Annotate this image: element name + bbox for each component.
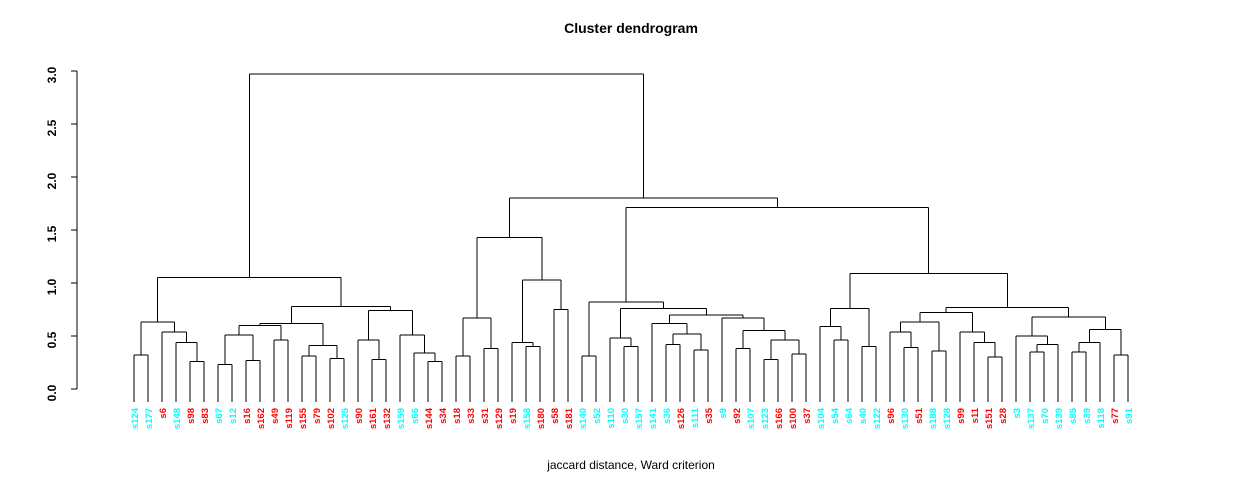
leaf-label: s31: [480, 407, 491, 424]
leaf-label: s66: [410, 408, 421, 424]
leaf-label: s118: [1096, 408, 1107, 429]
y-tick-label: 1.5: [45, 225, 59, 242]
leaf-label: s104: [816, 407, 827, 429]
leaf-label: s181: [564, 407, 575, 429]
leaf-label: s92: [732, 408, 743, 424]
leaf-label: s148: [172, 408, 183, 429]
leaf-label: s188: [928, 408, 939, 429]
leaf-label: s16: [242, 408, 253, 424]
leaf-label: s132: [382, 408, 393, 429]
leaf-label: s9: [718, 408, 729, 419]
leaf-label: s161: [368, 407, 379, 429]
leaf-label: s18: [452, 408, 463, 424]
x-axis-label: jaccard distance, Ward criterion: [547, 458, 715, 472]
leaf-label: s91: [1124, 407, 1135, 424]
leaf-label: s122: [872, 408, 883, 429]
leaf-label: s130: [900, 408, 911, 429]
leaf-label: s67: [214, 408, 225, 424]
leaf-label: s70: [1040, 408, 1051, 424]
y-tick-label: 2.0: [45, 172, 59, 189]
chart-title: Cluster dendrogram: [564, 20, 698, 36]
leaf-label: s158: [522, 408, 533, 429]
leaf-label: s96: [886, 408, 897, 424]
leaf-label: s139: [1054, 408, 1065, 429]
leaf-label: s125: [340, 407, 351, 429]
leaf-label: s166: [774, 408, 785, 429]
leaf-label: s141: [648, 407, 659, 429]
leaf-label: s79: [312, 408, 323, 424]
leaf-label: s123: [760, 408, 771, 429]
leaf-label: s85: [1068, 407, 1079, 424]
y-tick-label: 0.5: [45, 331, 59, 348]
leaf-label: s159: [396, 408, 407, 429]
leaf-label: s177: [144, 408, 155, 429]
leaf-label: s40: [858, 408, 869, 424]
leaf-label: s6: [158, 408, 169, 419]
leaf-label: s129: [494, 408, 505, 429]
y-tick-label: 3.0: [45, 66, 59, 83]
leaf-label: s99: [956, 408, 967, 424]
leaf-label: s58: [550, 408, 561, 424]
leaf-label: s140: [578, 408, 589, 429]
leaf-label: s3: [1012, 408, 1023, 419]
leaf-label: s100: [788, 408, 799, 429]
leaf-label: s77: [1110, 408, 1121, 424]
leaf-label: s30: [620, 408, 631, 424]
leaf-label: s39: [1082, 408, 1093, 424]
leaf-label: s11: [970, 407, 981, 423]
leaf-label: s83: [200, 408, 211, 424]
y-tick-label: 0.0: [45, 384, 59, 401]
leaf-label: s110: [606, 408, 617, 429]
y-tick-label: 1.0: [45, 278, 59, 295]
leaf-label: s54: [830, 407, 841, 424]
y-tick-label: 2.5: [45, 119, 59, 136]
leaf-label: s19: [508, 408, 519, 424]
leaf-label: s33: [466, 408, 477, 424]
leaf-label: s90: [354, 408, 365, 424]
leaf-label: s51: [914, 407, 925, 424]
leaf-label: s28: [998, 408, 1009, 424]
leaf-label: s124: [130, 407, 141, 429]
leaf-label: s34: [438, 407, 449, 424]
leaf-label: s151: [984, 407, 995, 429]
leaf-label: s36: [662, 408, 673, 424]
leaf-label: s128: [942, 408, 953, 429]
leaf-label: s64: [844, 407, 855, 424]
leaf-label: s102: [326, 408, 337, 429]
leaf-label: s107: [746, 408, 757, 429]
leaf-label: s155: [298, 407, 309, 429]
leaf-label: s49: [270, 408, 281, 424]
leaf-label: s52: [592, 408, 603, 424]
leaf-label: s111: [690, 407, 701, 428]
leaf-label: s126: [676, 408, 687, 429]
leaf-label: s35: [704, 407, 715, 424]
leaf-label: s98: [186, 408, 197, 424]
leaf-label: s162: [256, 408, 267, 429]
leaf-label: s137: [1026, 408, 1037, 429]
leaf-label: s37: [802, 408, 813, 424]
leaf-label: s144: [424, 407, 435, 429]
leaf-label: s12: [228, 408, 239, 424]
leaf-label: s157: [634, 408, 645, 429]
leaf-label: s180: [536, 408, 547, 429]
leaf-label: s119: [284, 408, 295, 429]
